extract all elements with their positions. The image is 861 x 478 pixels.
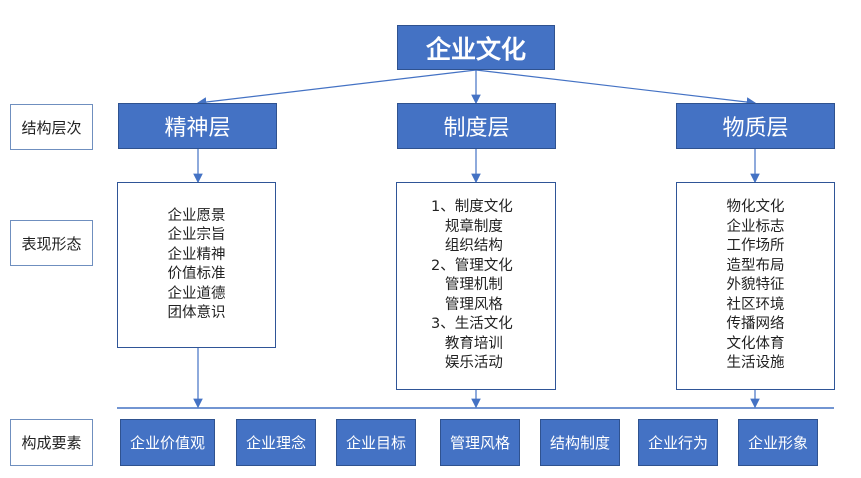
layer-label-spirit: 精神层 [164,116,231,141]
title-text: 企业文化 [425,34,526,64]
layer-box-spirit: 精神层 [118,103,277,149]
element-box-behavior: 企业行为 [638,419,718,466]
content-item: 教育培训 [431,335,503,352]
element-label: 企业行为 [647,434,708,452]
content-item: 造型布局 [726,257,785,274]
row-label-elements-text: 构成要素 [21,434,82,452]
content-item: 管理机制 [431,277,503,294]
arrow-title-to-spirit [196,69,477,107]
element-box-structure-system: 结构制度 [540,419,620,466]
content-item: 企业宗旨 [167,227,226,243]
content-item: 文化体育 [726,335,785,352]
content-item: 生活设施 [726,355,785,372]
content-item: 物化文化 [726,199,785,216]
arrow-title-to-material [475,69,757,107]
content-item: 3、生活文化 [431,316,513,333]
content-item: 企业标志 [726,218,785,235]
row-label-form-text: 表现形态 [21,234,82,253]
content-item: 企业精神 [167,246,226,263]
content-item: 企业愿景 [167,207,226,224]
element-box-goals: 企业目标 [336,419,416,466]
content-item: 价值标准 [167,266,226,282]
row-label-form: 表现形态 [10,220,93,266]
content-item: 规章制度 [431,218,503,235]
element-label: 管理风格 [449,434,510,452]
element-label: 企业形象 [747,434,808,452]
content-item: 管理风格 [431,296,503,313]
element-label: 结构制度 [549,434,610,452]
row-label-elements: 构成要素 [10,419,93,466]
content-item: 2、管理文化 [431,257,513,274]
row-label-structure: 结构层次 [10,104,93,150]
content-item: 娱乐活动 [431,355,503,372]
element-box-values: 企业价值观 [120,419,215,466]
content-item: 企业道德 [167,285,226,302]
element-box-image: 企业形象 [738,419,818,466]
content-box-spirit: 企业愿景 企业宗旨 企业精神 价值标准 企业道德 团体意识 [117,182,276,348]
element-label: 企业目标 [345,434,406,452]
layer-box-material: 物质层 [676,103,835,149]
content-item: 团体意识 [167,305,226,321]
layer-box-system: 制度层 [397,103,556,149]
layer-label-system: 制度层 [443,116,510,141]
content-item: 组织结构 [431,238,503,255]
layer-label-material: 物质层 [722,116,789,141]
element-label: 企业价值观 [129,434,205,452]
element-label: 企业理念 [245,434,306,452]
content-item: 传播网络 [726,316,785,333]
content-item: 社区环境 [726,296,785,313]
title-box: 企业文化 [397,25,555,70]
element-box-philosophy: 企业理念 [236,419,316,466]
row-label-structure-text: 结构层次 [21,118,82,137]
content-item: 1、制度文化 [431,199,513,216]
element-box-management-style: 管理风格 [440,419,520,466]
content-box-material: 物化文化 企业标志 工作场所 造型布局 外貌特征 社区环境 传播网络 文化体育 … [676,182,835,390]
content-box-system: 1、制度文化 规章制度 组织结构 2、管理文化 管理机制 管理风格 3、生活文化… [396,182,556,390]
content-item: 工作场所 [726,238,785,255]
content-item: 外貌特征 [726,277,785,294]
